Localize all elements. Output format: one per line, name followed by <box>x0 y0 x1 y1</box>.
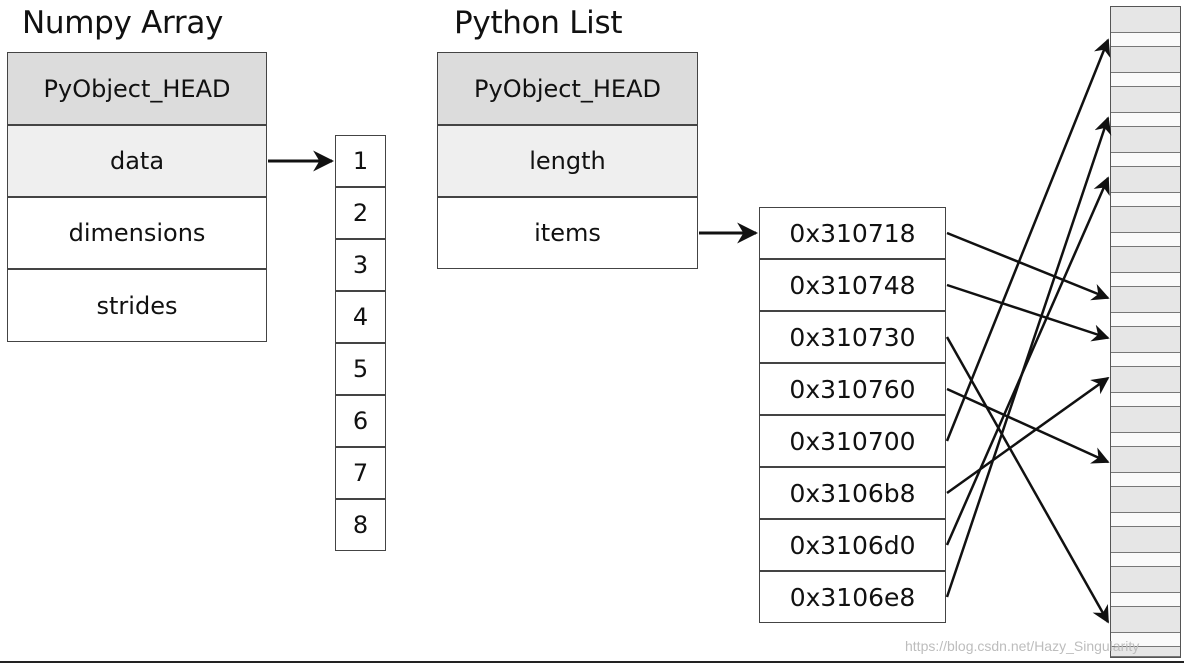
pyobject-gap-box <box>1111 233 1180 247</box>
pyobject-box <box>1111 527 1180 553</box>
pyobject-gap-box <box>1111 473 1180 487</box>
pylist-length-cell: length <box>437 125 698 197</box>
pyobject-gap-box <box>1111 553 1180 567</box>
pyobject-gap-box <box>1111 273 1180 287</box>
pyobject-box <box>1111 87 1180 113</box>
pointer-cell: 0x310760 <box>759 363 946 415</box>
object-arrow <box>945 336 1110 624</box>
pyobject-box <box>1111 407 1180 433</box>
pyobject-gap-box <box>1111 513 1180 527</box>
pyobject-memory-column <box>1110 6 1181 658</box>
data-buffer-cell: 7 <box>335 447 386 499</box>
pyobject-box <box>1111 447 1180 473</box>
pointer-cell: 0x310730 <box>759 311 946 363</box>
data-buffer-cell: 5 <box>335 343 386 395</box>
numpy-array-title: Numpy Array <box>22 5 224 41</box>
pyobject-gap-box <box>1111 153 1180 167</box>
data-buffer-cell: 2 <box>335 187 386 239</box>
pyobject-box <box>1111 7 1180 33</box>
data-buffer-cell: 1 <box>335 135 386 187</box>
numpy-strides-cell: strides <box>7 269 267 342</box>
pyobject-gap-box <box>1111 313 1180 327</box>
pyobject-box <box>1111 167 1180 193</box>
pointer-cell: 0x310700 <box>759 415 946 467</box>
pointer-cell: 0x3106e8 <box>759 571 946 623</box>
pyobject-box <box>1111 607 1180 633</box>
pyobject-gap-box <box>1111 393 1180 407</box>
numpy-dimensions-cell: dimensions <box>7 197 267 269</box>
pyobject-box <box>1111 127 1180 153</box>
object-arrow <box>946 283 1110 342</box>
object-arrow <box>945 116 1112 598</box>
pyobject-gap-box <box>1111 593 1180 607</box>
object-arrow <box>946 231 1110 301</box>
pyobject-box <box>1111 327 1180 353</box>
pyobject-gap-box <box>1111 73 1180 87</box>
pyobject-box <box>1111 487 1180 513</box>
bottom-divider <box>0 661 1184 663</box>
pyobject-gap-box <box>1111 193 1180 207</box>
python-list-title: Python List <box>454 5 623 41</box>
watermark: https://blog.csdn.net/Hazy_Singularity <box>905 638 1140 654</box>
pointer-cell: 0x3106d0 <box>759 519 946 571</box>
pointer-cell: 0x310718 <box>759 207 946 259</box>
object-arrow <box>946 387 1110 464</box>
numpy-head-cell: PyObject_HEAD <box>7 52 267 125</box>
pyobject-gap-box <box>1111 33 1180 47</box>
data-buffer-cell: 3 <box>335 239 386 291</box>
numpy-data-cell: data <box>7 125 267 197</box>
pyobject-box <box>1111 287 1180 313</box>
pylist-items-cell: items <box>437 197 698 269</box>
pylist-head-cell: PyObject_HEAD <box>437 52 698 125</box>
object-arrow <box>946 376 1110 495</box>
pointer-cell: 0x3106b8 <box>759 467 946 519</box>
pyobject-box <box>1111 567 1180 593</box>
pyobject-gap-box <box>1111 353 1180 367</box>
object-arrow <box>945 176 1110 546</box>
pyobject-gap-box <box>1111 113 1180 127</box>
pyobject-box <box>1111 647 1180 657</box>
pyobject-box <box>1111 207 1180 233</box>
pyobject-box <box>1111 247 1180 273</box>
object-arrow <box>945 38 1111 442</box>
pyobject-box <box>1111 367 1180 393</box>
pyobject-box <box>1111 47 1180 73</box>
pyobject-gap-box <box>1111 633 1180 647</box>
data-buffer-cell: 8 <box>335 499 386 551</box>
pyobject-gap-box <box>1111 433 1180 447</box>
data-buffer-cell: 4 <box>335 291 386 343</box>
data-buffer-cell: 6 <box>335 395 386 447</box>
pointer-cell: 0x310748 <box>759 259 946 311</box>
